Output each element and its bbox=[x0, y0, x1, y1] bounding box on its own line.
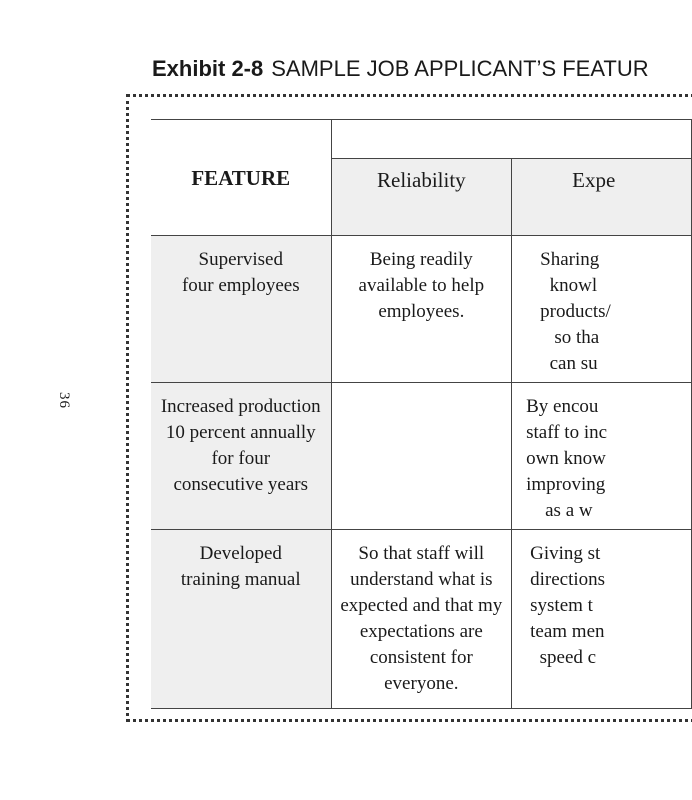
benefit-group-header bbox=[330, 119, 692, 159]
feature-cell: Developed training manual bbox=[151, 529, 332, 709]
expertise-cell: By encou staff to inc own know improving… bbox=[511, 382, 692, 530]
reliability-cell: Being readily available to help employee… bbox=[330, 235, 513, 383]
table-row: Supervised four employees Being readily … bbox=[151, 235, 692, 383]
page-number: 36 bbox=[56, 392, 72, 409]
exhibit-dotted-frame bbox=[126, 94, 692, 722]
expertise-cell: Sharing knowl products/ so tha can su bbox=[511, 235, 692, 383]
table-row: Increased production 10 percent annually… bbox=[151, 382, 692, 530]
reliability-cell bbox=[330, 382, 513, 530]
feature-cell: Supervised four employees bbox=[151, 235, 332, 383]
feature-cell: Increased production 10 percent annually… bbox=[151, 382, 332, 530]
reliability-cell: So that staff will understand what is ex… bbox=[330, 529, 513, 709]
exhibit-title: Exhibit 2-8 SAMPLE JOB APPLICANT’S FEATUR bbox=[152, 56, 649, 82]
feature-column-header: FEATURE bbox=[151, 119, 332, 236]
exhibit-title-text: SAMPLE JOB APPLICANT’S FEATUR bbox=[271, 56, 649, 81]
expertise-column-header: Expe bbox=[511, 158, 692, 236]
expertise-cell: Giving st directions system t team men s… bbox=[511, 529, 692, 709]
reliability-column-header: Reliability bbox=[330, 158, 513, 236]
table-row: Developed training manual So that staff … bbox=[151, 529, 692, 709]
exhibit-label: Exhibit 2-8 bbox=[152, 56, 264, 81]
feature-benefit-table: FEATURE Reliability Expe Supervised four… bbox=[151, 119, 692, 709]
